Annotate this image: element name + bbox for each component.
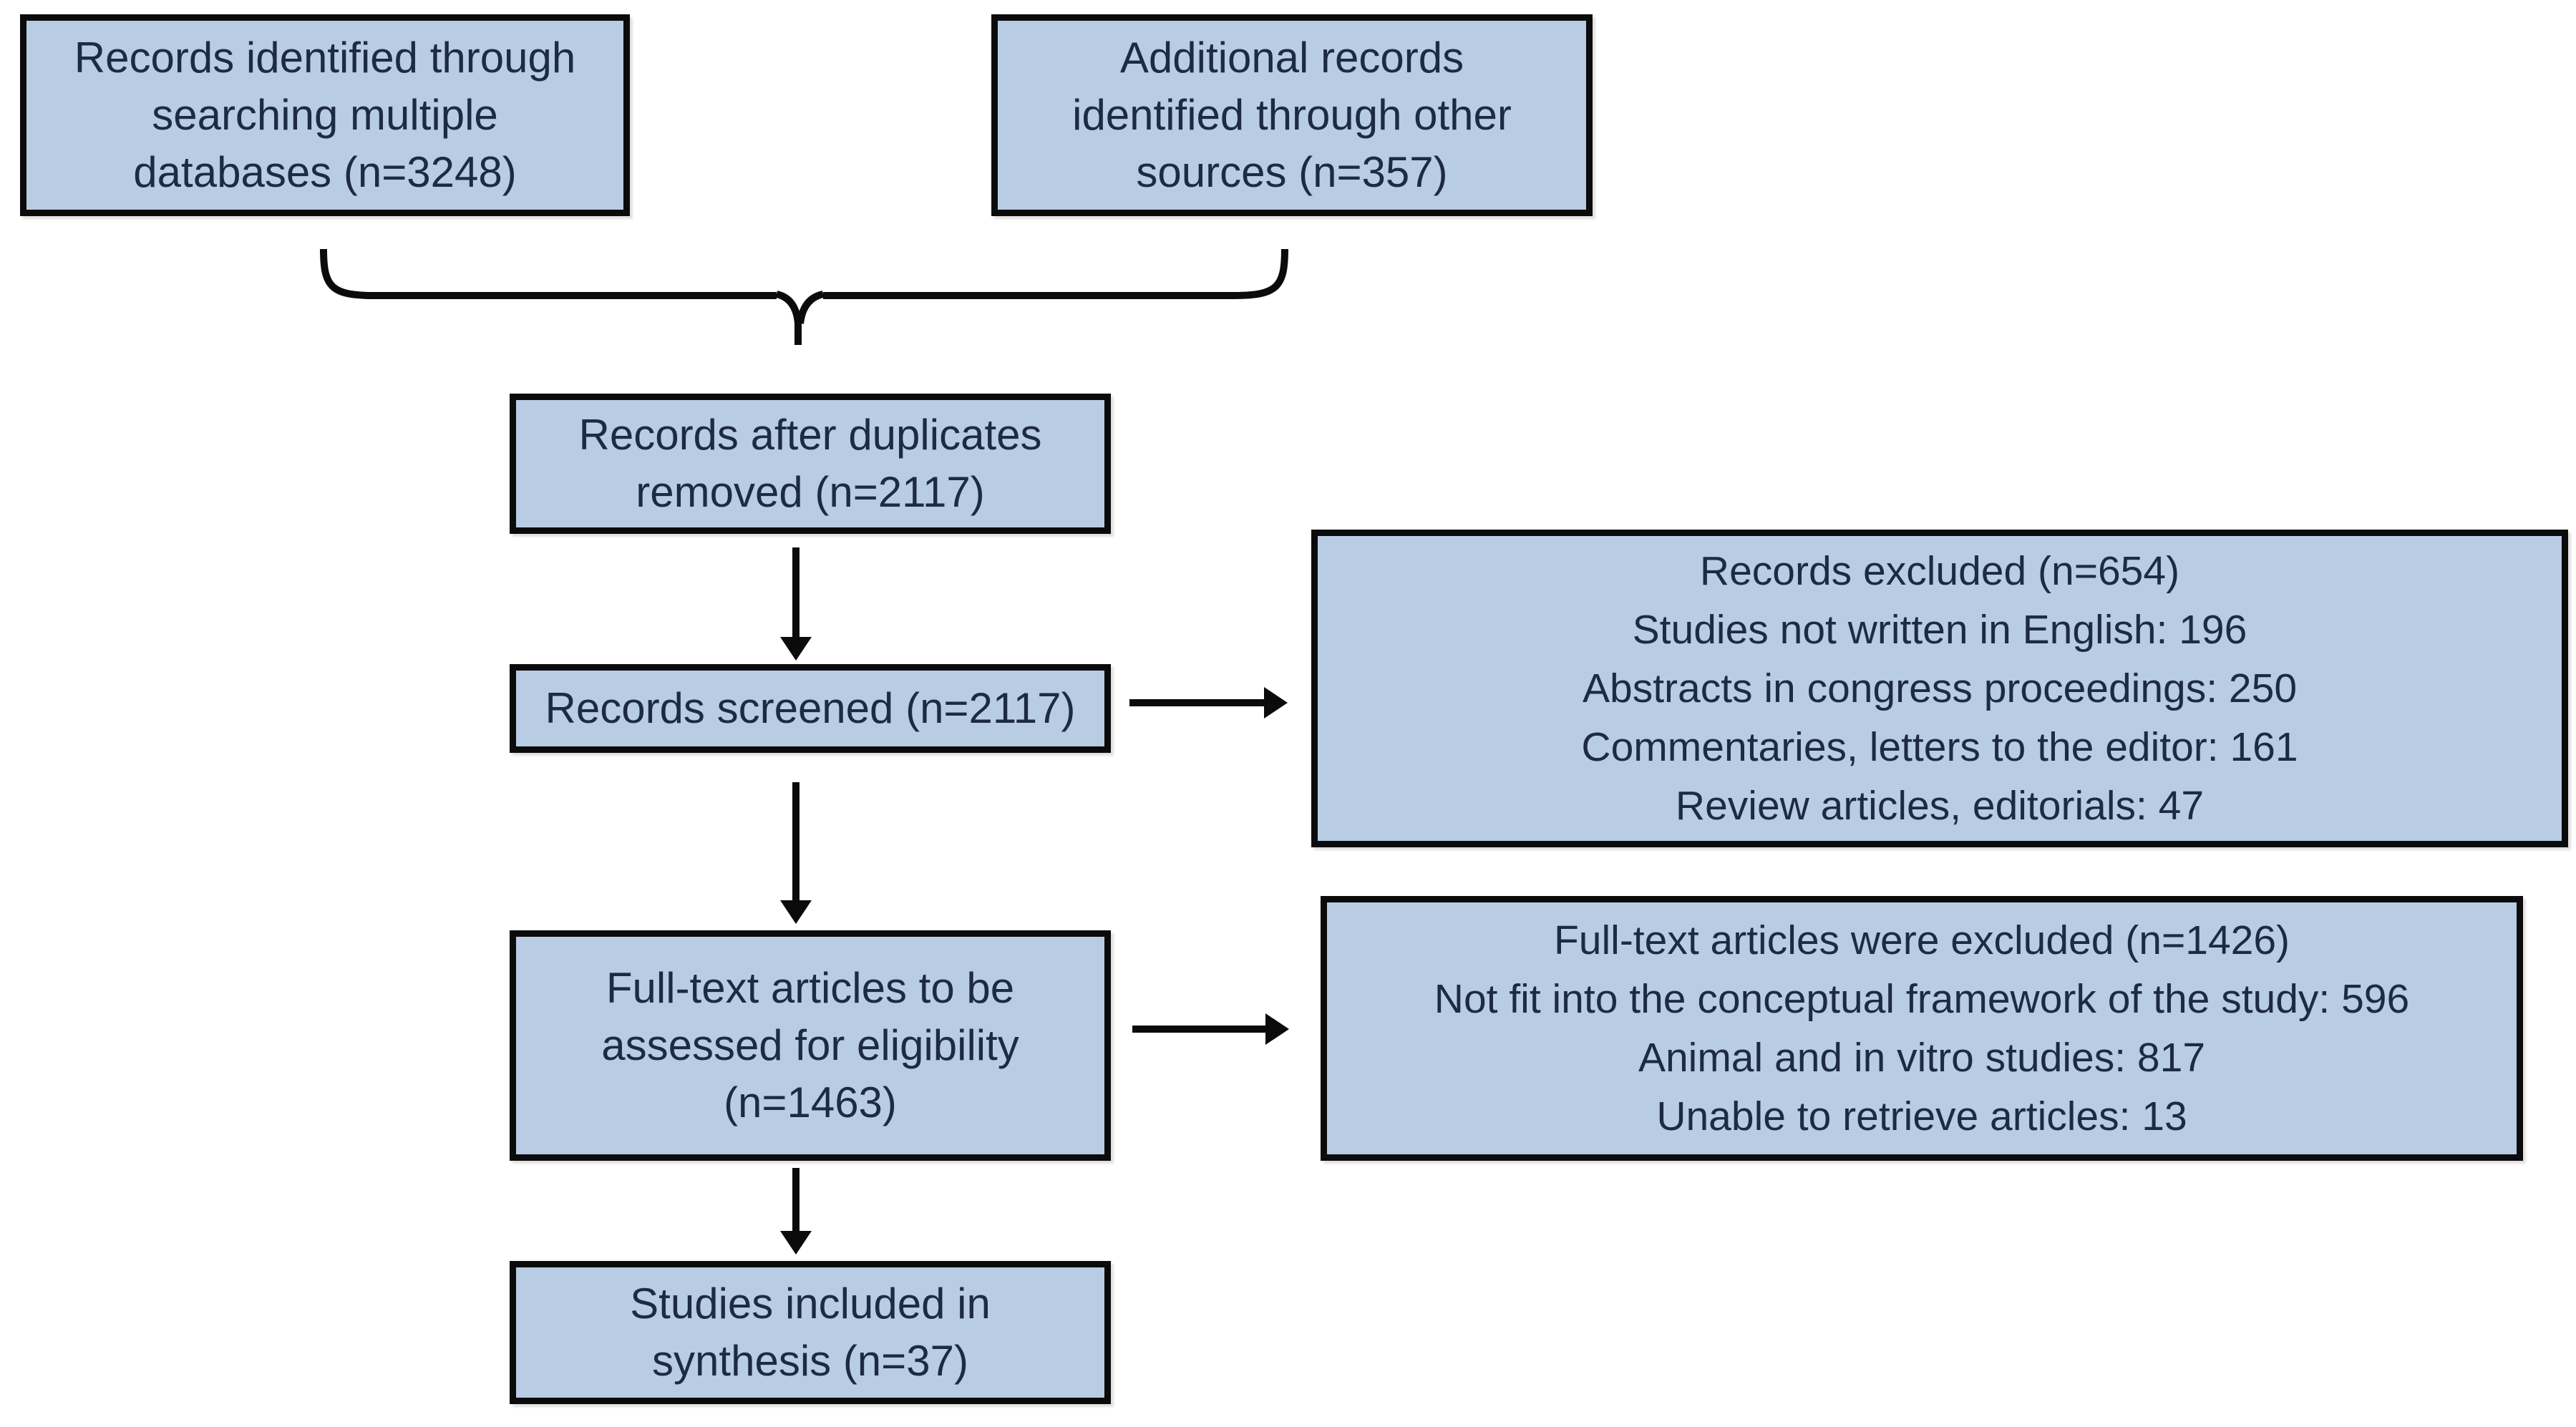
box-text-line: Studies included in bbox=[630, 1280, 991, 1328]
exclusion-reason: Studies not written in English: 196 bbox=[1632, 607, 2247, 653]
exclusion-reason: Not fit into the conceptual framework of… bbox=[1434, 976, 2410, 1022]
box-additional-records: Additional records identified through ot… bbox=[991, 14, 1593, 216]
exclusion-reason: Commentaries, letters to the editor: 161 bbox=[1581, 724, 2298, 770]
arrow-screened-to-fulltext bbox=[780, 782, 812, 924]
exclusion-reason: Abstracts in congress proceedings: 250 bbox=[1582, 666, 2298, 711]
arrow-fulltext-to-included bbox=[780, 1168, 812, 1255]
box-text-line: sources (n=357) bbox=[1136, 148, 1448, 196]
arrow-dedup-to-screened bbox=[780, 547, 812, 661]
box-title: Full-text articles were excluded (n=1426… bbox=[1553, 917, 2290, 963]
box-title: Records excluded (n=654) bbox=[1699, 548, 2180, 594]
box-text-line: Records after duplicates bbox=[578, 411, 1042, 459]
box-records-identified: Records identified through searching mul… bbox=[20, 14, 630, 216]
box-text-line: assessed for eligibility bbox=[601, 1021, 1019, 1069]
box-records-screened: Records screened (n=2117) bbox=[510, 664, 1111, 753]
box-duplicates-removed: Records after duplicates removed (n=2117… bbox=[510, 394, 1111, 534]
box-text-line: (n=1463) bbox=[724, 1078, 897, 1126]
box-text-line: Additional records bbox=[1119, 34, 1464, 82]
brace-connector bbox=[320, 248, 1288, 299]
exclusion-reason: Animal and in vitro studies: 817 bbox=[1638, 1035, 2206, 1081]
box-text-line: Full-text articles to be bbox=[606, 964, 1015, 1012]
arrow-fulltext-to-excluded bbox=[1132, 1013, 1289, 1045]
box-text-line: searching multiple bbox=[152, 91, 498, 139]
box-text-line: identified through other bbox=[1072, 91, 1512, 139]
box-text-line: synthesis (n=37) bbox=[652, 1337, 968, 1385]
box-fulltext-excluded: Full-text articles were excluded (n=1426… bbox=[1321, 896, 2523, 1161]
box-fulltext-assessed: Full-text articles to be assessed for el… bbox=[510, 930, 1111, 1161]
box-text-line: databases (n=3248) bbox=[133, 148, 517, 196]
brace-center-tail bbox=[775, 291, 825, 345]
box-text-line: Records screened (n=2117) bbox=[545, 684, 1076, 732]
exclusion-reason: Review articles, editorials: 47 bbox=[1675, 783, 2205, 829]
box-records-excluded: Records excluded (n=654) Studies not wri… bbox=[1311, 530, 2568, 847]
box-studies-included: Studies included in synthesis (n=37) bbox=[510, 1261, 1111, 1404]
box-text-line: Records identified through bbox=[74, 34, 576, 82]
arrow-screened-to-excluded bbox=[1129, 687, 1288, 719]
box-text-line: removed (n=2117) bbox=[636, 468, 985, 516]
exclusion-reason: Unable to retrieve articles: 13 bbox=[1656, 1094, 2187, 1139]
